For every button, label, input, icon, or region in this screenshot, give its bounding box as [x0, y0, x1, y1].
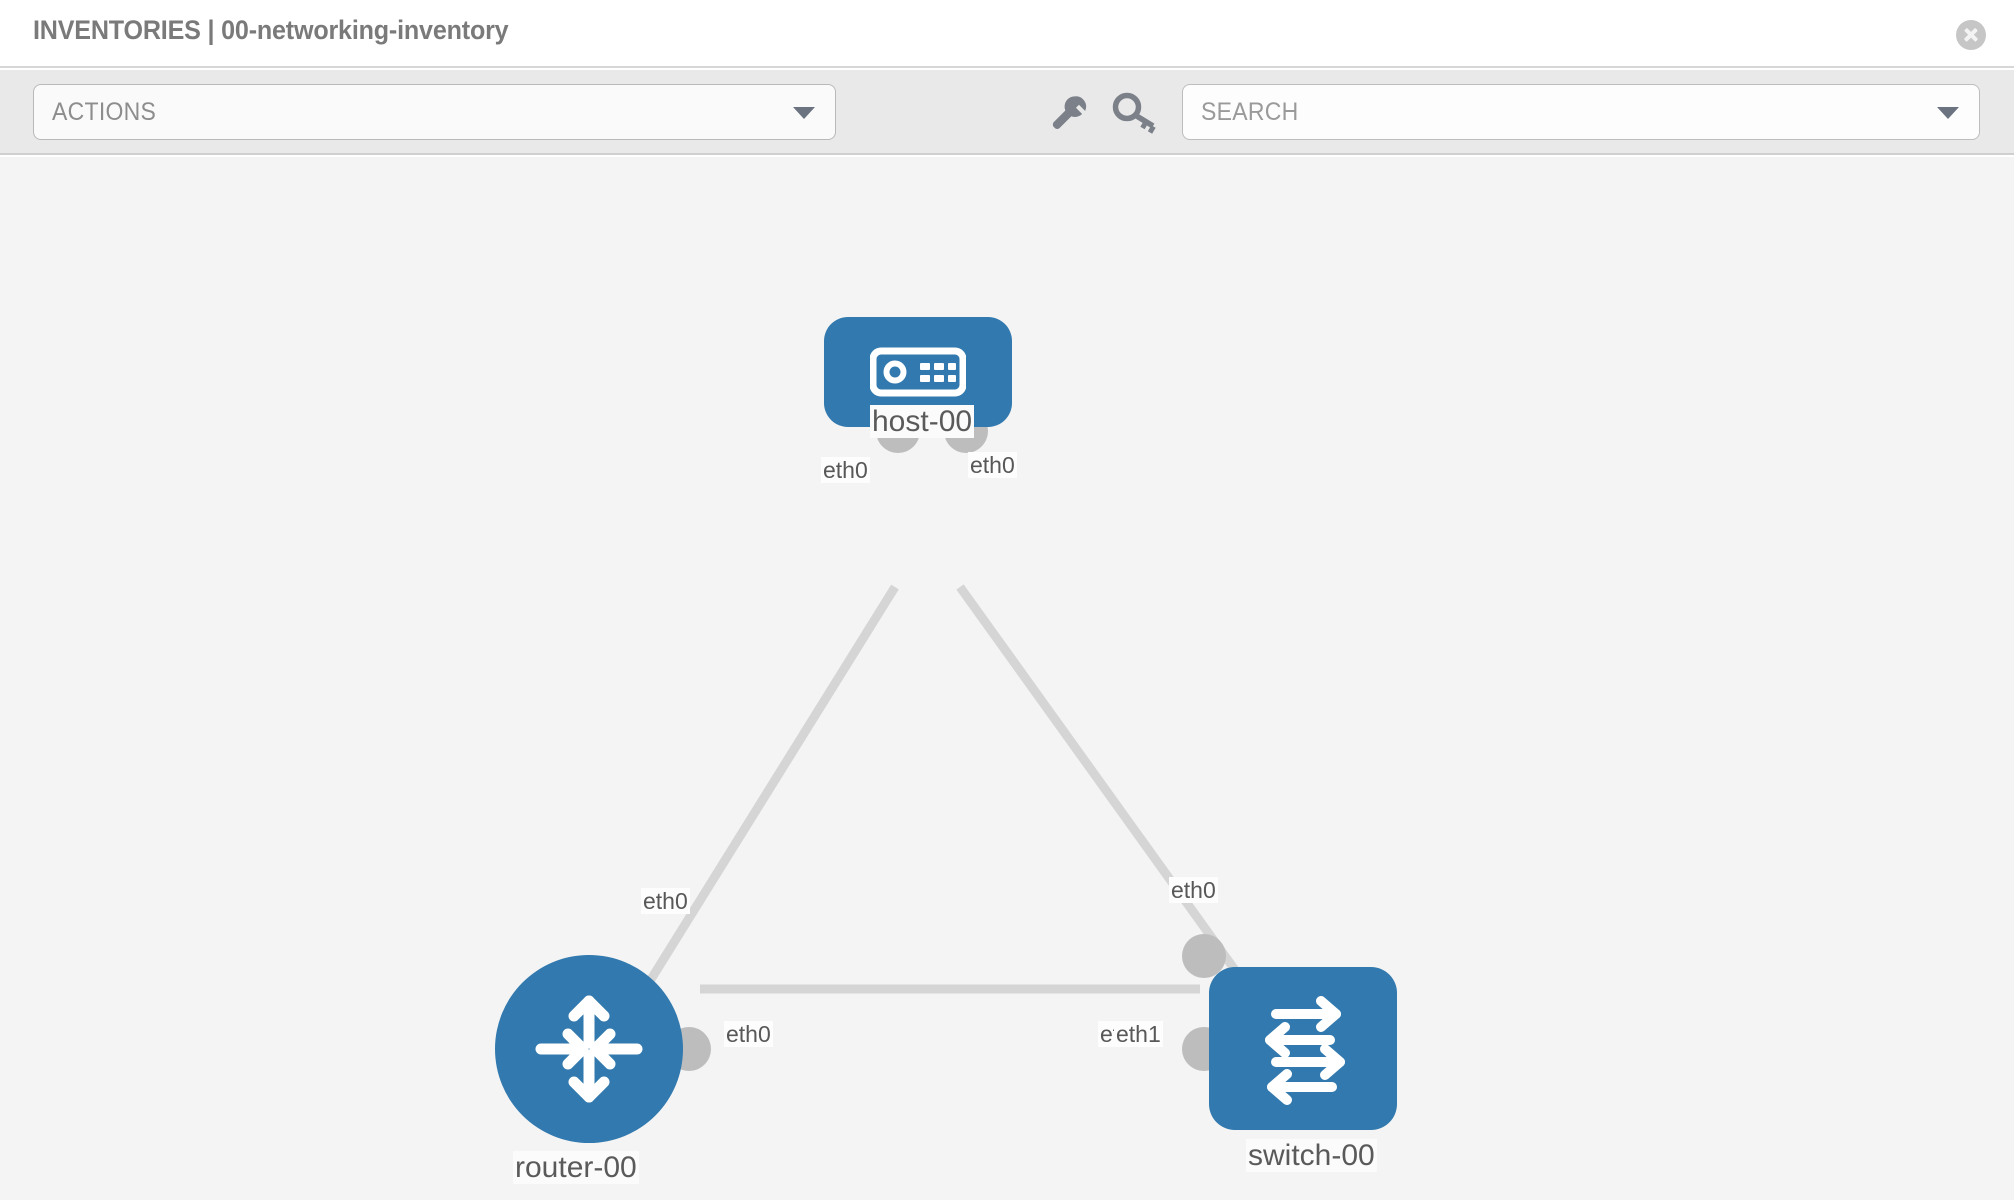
switch-arrows-icon [1265, 995, 1345, 1105]
close-icon[interactable] [1956, 20, 1986, 50]
server-icon [870, 347, 966, 397]
search-placeholder: SEARCH [1201, 98, 1299, 126]
page-title: INVENTORIES | 00-networking-inventory [33, 15, 509, 45]
router-arrows-icon [535, 995, 643, 1103]
link-router-host [636, 584, 899, 1000]
chevron-down-icon [793, 107, 815, 119]
switch-node-shape[interactable] [1209, 967, 1397, 1130]
key-icon[interactable] [1108, 86, 1160, 138]
toolbar: ACTIONS SEARCH [0, 70, 2014, 155]
link-label-host-left: eth0 [821, 457, 870, 484]
link-switch-host [956, 584, 1244, 980]
port-switch-top[interactable] [1182, 934, 1226, 978]
link-label-router-to-host: eth0 [641, 888, 690, 915]
link-label-host-right: eth0 [968, 452, 1017, 479]
router-node-shape[interactable] [495, 955, 683, 1143]
title-bar: INVENTORIES | 00-networking-inventory [0, 0, 2014, 68]
link-label-switch-to-host: eth0 [1169, 877, 1218, 904]
node-label-router: router-00 [513, 1151, 639, 1184]
link-label-router-right: eth0 [724, 1021, 773, 1048]
wrench-icon[interactable] [1040, 86, 1092, 138]
node-label-host: host-00 [870, 405, 975, 438]
link-label-switch-left: eth1 [1114, 1021, 1163, 1048]
topology-canvas[interactable]: host-00 eth0 eth0 [0, 157, 2014, 1200]
actions-dropdown[interactable]: ACTIONS [33, 84, 836, 140]
search-input[interactable]: SEARCH [1182, 84, 1980, 140]
topology-links [636, 584, 1244, 1000]
node-label-switch: switch-00 [1246, 1139, 1377, 1172]
chevron-down-icon[interactable] [1937, 107, 1959, 119]
actions-dropdown-label: ACTIONS [52, 98, 157, 126]
